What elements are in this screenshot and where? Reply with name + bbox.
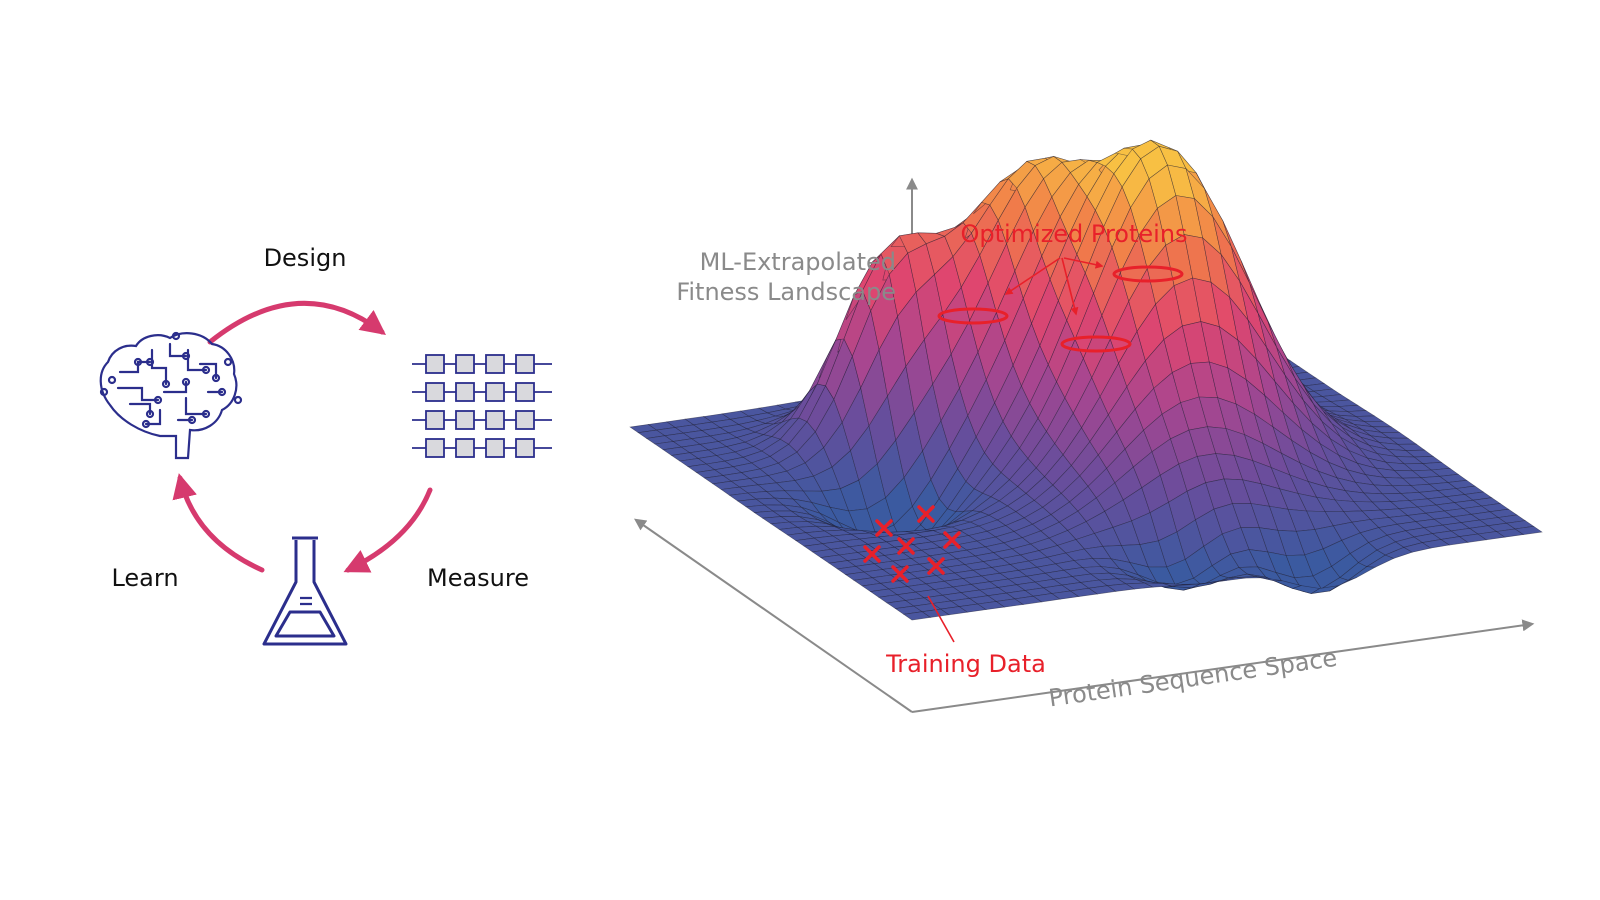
training-data-markers xyxy=(863,505,961,583)
training-point-marker xyxy=(863,545,881,563)
stage-label-learn: Learn xyxy=(111,564,178,592)
training-point-marker xyxy=(943,531,961,549)
fitness-axis-label-line1: ML-Extrapolated xyxy=(700,248,896,276)
erlenmeyer-flask-icon xyxy=(262,536,348,646)
training-point-marker xyxy=(917,505,935,523)
sequence-axis-label: Protein Sequence Space xyxy=(1047,644,1339,713)
sequence-axis-depth xyxy=(634,518,913,713)
stage-label-design: Design xyxy=(264,244,347,272)
training-point-marker xyxy=(927,557,945,575)
surface-mesh xyxy=(629,139,1543,621)
optimized-peak-marker-right xyxy=(1112,265,1184,283)
peak-pointer-arrows xyxy=(1004,257,1104,316)
training-point-marker xyxy=(891,565,909,583)
arrow-learn-to-design xyxy=(207,300,386,345)
fitness-landscape: ML-Extrapolated Fitness Landscape Protei… xyxy=(629,139,1543,713)
arrow-measure-to-learn xyxy=(172,473,265,573)
sequence-array-icon xyxy=(411,354,553,458)
design-build-test-learn-cycle: Design Measure Learn xyxy=(99,244,553,646)
surface-cell xyxy=(1514,525,1543,535)
training-point-marker xyxy=(897,537,915,555)
fitness-axis-label-line2: Fitness Landscape xyxy=(676,278,896,306)
optimized-peak-marker-left xyxy=(937,307,1009,325)
arrow-design-to-measure xyxy=(343,487,433,573)
training-data-label: Training Data xyxy=(885,650,1046,678)
circuit-brain-icon xyxy=(99,331,243,460)
training-point-marker xyxy=(875,519,893,537)
sequence-axis-width xyxy=(911,619,1535,713)
stage-label-measure: Measure xyxy=(427,564,529,592)
optimized-proteins-label: Optimized Proteins xyxy=(960,220,1187,248)
training-data-pointer xyxy=(927,595,955,643)
optimized-peak-marker-center xyxy=(1060,335,1132,353)
